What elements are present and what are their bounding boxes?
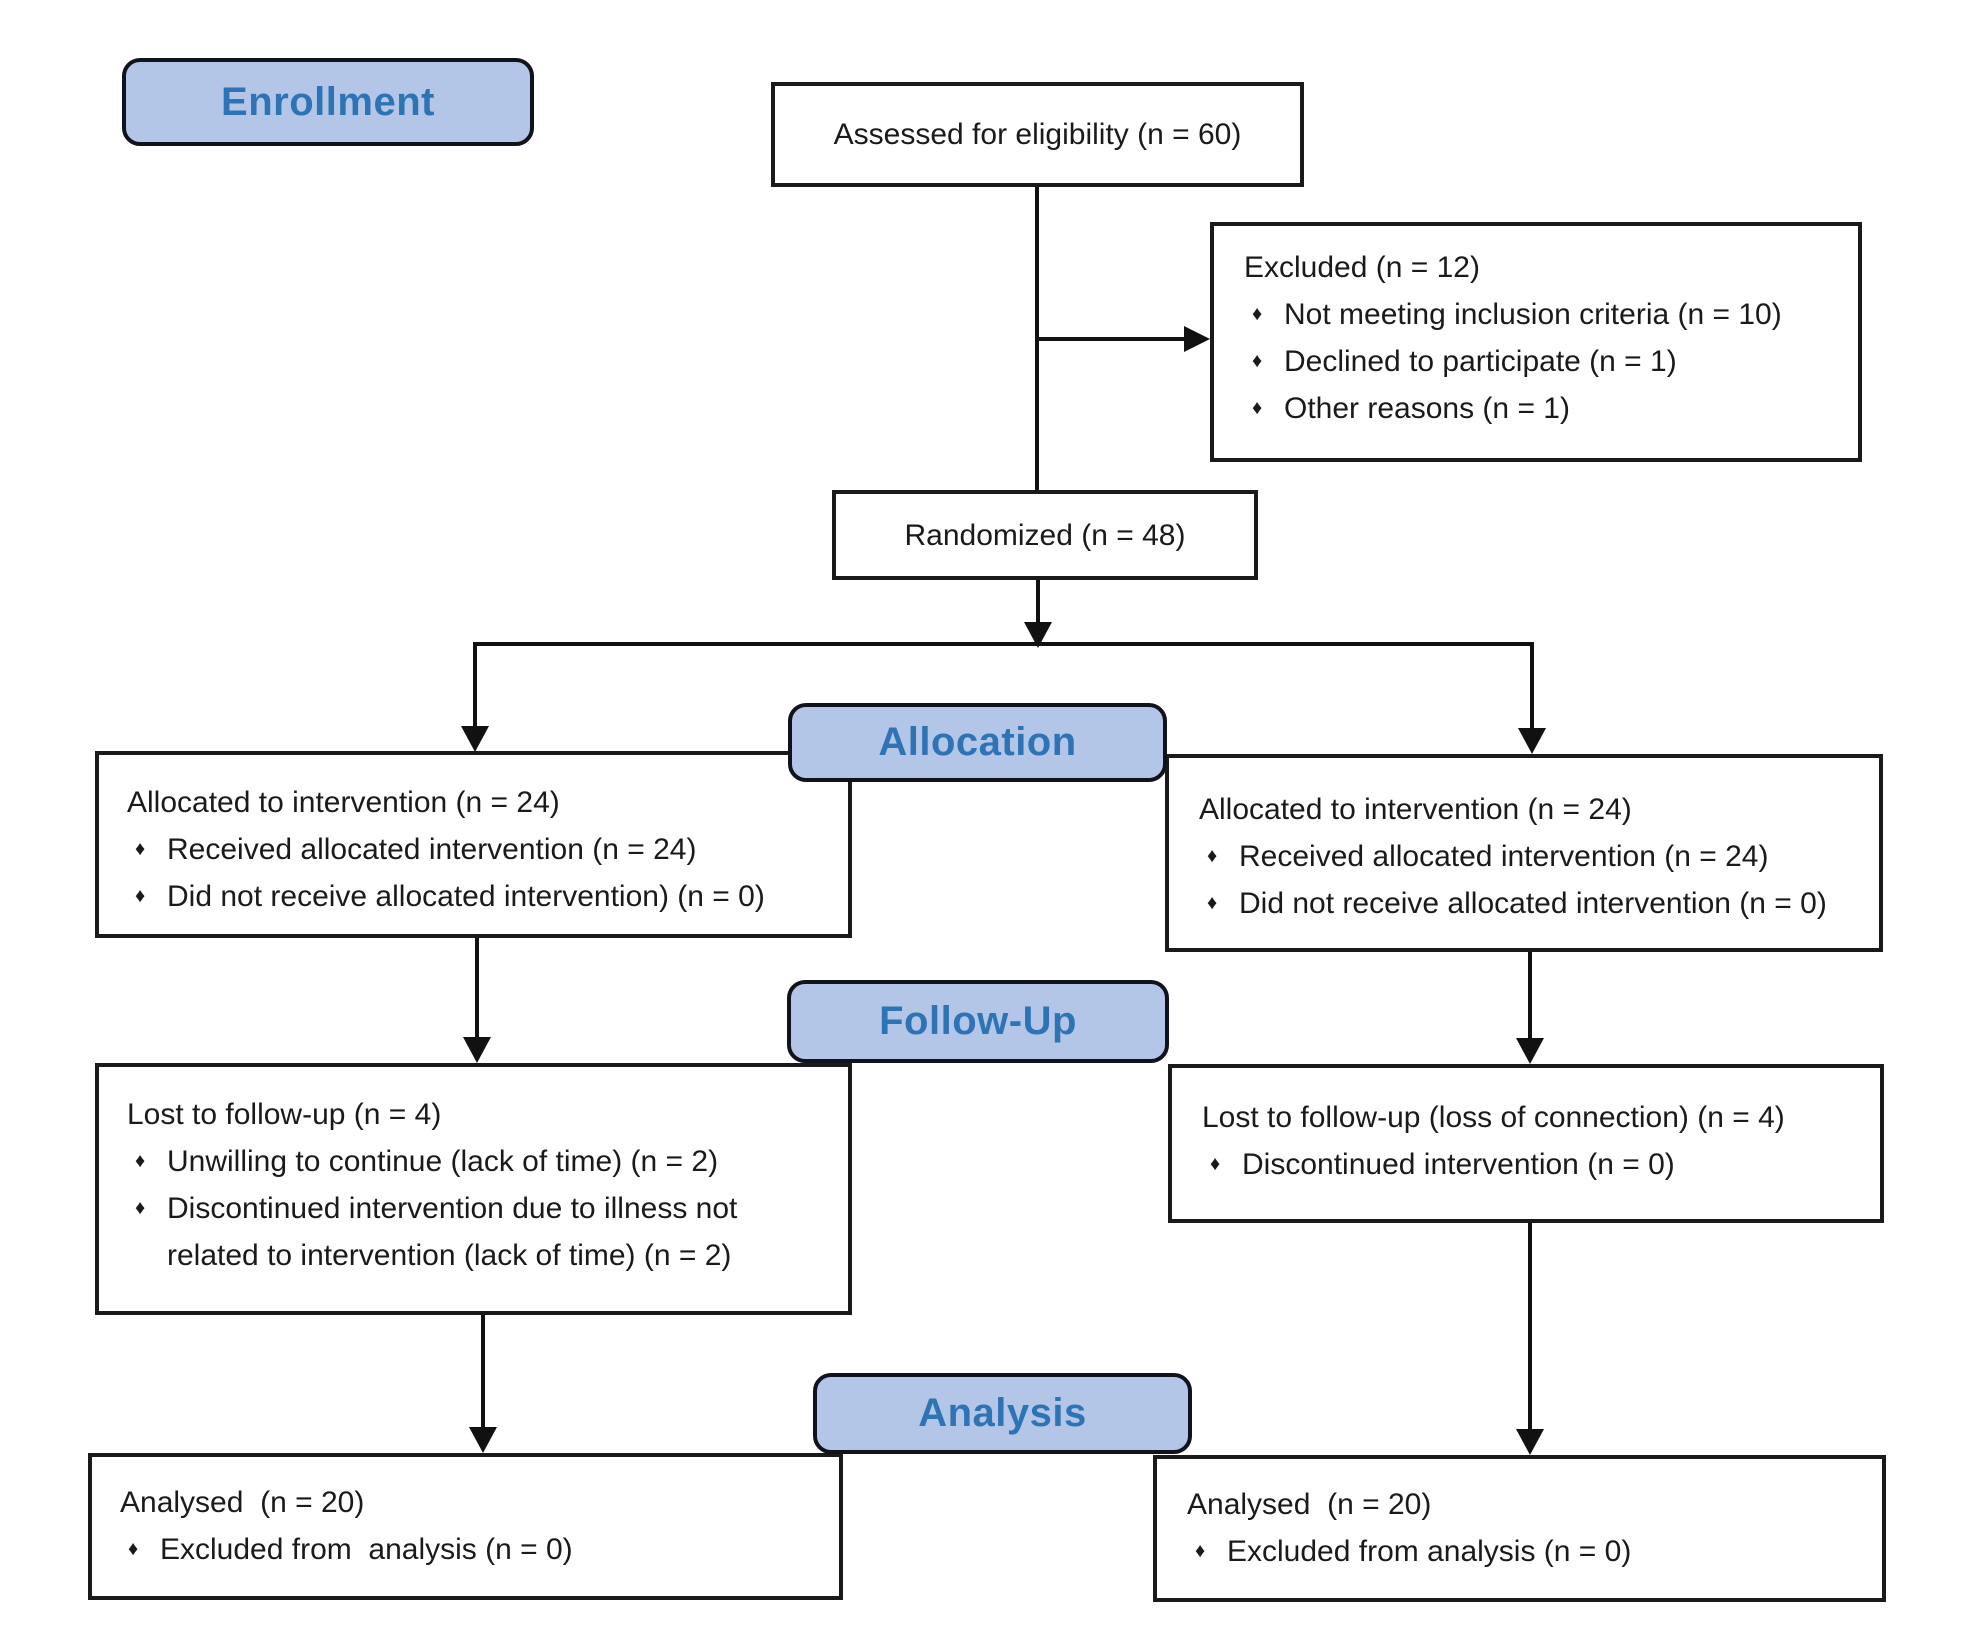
excluded-item: ♦ Declined to participate (n = 1)	[1244, 338, 1846, 385]
diamond-bullet-icon: ♦	[1252, 397, 1263, 419]
analysis-left-item: ♦ Excluded from analysis (n = 0)	[120, 1526, 831, 1573]
allocation-left-box: Allocated to intervention (n = 24) ♦ Rec…	[95, 751, 852, 938]
diamond-bullet-icon: ♦	[135, 885, 146, 907]
excluded-box: Excluded (n = 12) ♦ Not meeting inclusio…	[1210, 222, 1862, 462]
allocation-left-item: ♦ Received allocated intervention (n = 2…	[127, 826, 840, 873]
followup-right-title: Lost to follow-up (loss of connection) (…	[1202, 1101, 1785, 1134]
connector-allocation-to-followup-left	[475, 938, 479, 1039]
arrowhead-down-icon	[1516, 1429, 1544, 1455]
diamond-bullet-icon: ♦	[135, 1197, 146, 1219]
diamond-bullet-icon: ♦	[1195, 1540, 1206, 1562]
allocation-left-title: Allocated to intervention (n = 24)	[127, 786, 560, 819]
arrowhead-down-icon	[1024, 622, 1052, 648]
analysis-right-box: Analysed (n = 20) ♦ Excluded from analys…	[1153, 1455, 1886, 1602]
allocation-right-item: ♦ Received allocated intervention (n = 2…	[1199, 833, 1871, 880]
stage-label-allocation-text: Allocation	[878, 720, 1077, 764]
assessed-text: Assessed for eligibility (n = 60)	[833, 118, 1242, 151]
diamond-bullet-icon: ♦	[135, 1150, 146, 1172]
arrowhead-down-icon	[463, 1037, 491, 1063]
followup-right-box: Lost to follow-up (loss of connection) (…	[1168, 1064, 1884, 1223]
allocation-right-item: ♦ Did not receive allocated intervention…	[1199, 880, 1871, 927]
followup-left-item: ♦ Unwilling to continue (lack of time) (…	[127, 1138, 840, 1185]
followup-left-title: Lost to follow-up (n = 4)	[127, 1098, 442, 1131]
followup-left-box: Lost to follow-up (n = 4) ♦ Unwilling to…	[95, 1063, 852, 1315]
analysis-left-title: Analysed (n = 20)	[120, 1486, 365, 1519]
connector-followup-to-analysis-right	[1528, 1223, 1532, 1431]
stage-label-allocation: Allocation	[788, 703, 1167, 782]
assessed-box: Assessed for eligibility (n = 60)	[771, 82, 1304, 187]
stage-label-followup: Follow-Up	[787, 980, 1169, 1063]
arrowhead-down-icon	[461, 726, 489, 752]
analysis-right-item: ♦ Excluded from analysis (n = 0)	[1187, 1528, 1874, 1575]
analysis-left-box: Analysed (n = 20) ♦ Excluded from analys…	[88, 1453, 843, 1600]
excluded-title: Excluded (n = 12)	[1244, 251, 1480, 284]
connector-followup-to-analysis-left	[481, 1315, 485, 1429]
arrowhead-right-icon	[1184, 326, 1210, 352]
stage-label-analysis-text: Analysis	[918, 1391, 1087, 1435]
arrowhead-down-icon	[1518, 728, 1546, 754]
diamond-bullet-icon: ♦	[1252, 350, 1263, 372]
connector-randomized-down	[1036, 580, 1040, 626]
allocation-right-title: Allocated to intervention (n = 24)	[1199, 793, 1632, 826]
connector-branch-right	[1530, 642, 1534, 730]
followup-left-item: ♦ Discontinued intervention due to illne…	[127, 1185, 840, 1279]
analysis-right-title: Analysed (n = 20)	[1187, 1488, 1432, 1521]
stage-label-enrollment: Enrollment	[122, 58, 534, 146]
stage-label-followup-text: Follow-Up	[879, 999, 1077, 1043]
connector-allocation-to-followup-right	[1528, 952, 1532, 1040]
diamond-bullet-icon: ♦	[1207, 845, 1218, 867]
excluded-item: ♦ Other reasons (n = 1)	[1244, 385, 1846, 432]
diamond-bullet-icon: ♦	[1207, 892, 1218, 914]
connector-branch-horizontal	[473, 642, 1534, 646]
stage-label-enrollment-text: Enrollment	[221, 79, 435, 124]
arrowhead-down-icon	[469, 1427, 497, 1453]
connector-branch-left	[473, 642, 477, 728]
allocation-left-item: ♦ Did not receive allocated intervention…	[127, 873, 840, 920]
followup-right-item: ♦ Discontinued intervention (n = 0)	[1202, 1141, 1872, 1188]
randomized-text: Randomized (n = 48)	[904, 518, 1186, 552]
excluded-item: ♦ Not meeting inclusion criteria (n = 10…	[1244, 291, 1846, 338]
diamond-bullet-icon: ♦	[1252, 303, 1263, 325]
diamond-bullet-icon: ♦	[135, 838, 146, 860]
randomized-box: Randomized (n = 48)	[832, 490, 1258, 580]
connector-to-excluded	[1037, 337, 1187, 341]
arrowhead-down-icon	[1516, 1038, 1544, 1064]
stage-label-analysis: Analysis	[813, 1373, 1192, 1454]
allocation-right-box: Allocated to intervention (n = 24) ♦ Rec…	[1165, 754, 1883, 952]
diamond-bullet-icon: ♦	[128, 1538, 139, 1560]
diamond-bullet-icon: ♦	[1210, 1153, 1221, 1175]
